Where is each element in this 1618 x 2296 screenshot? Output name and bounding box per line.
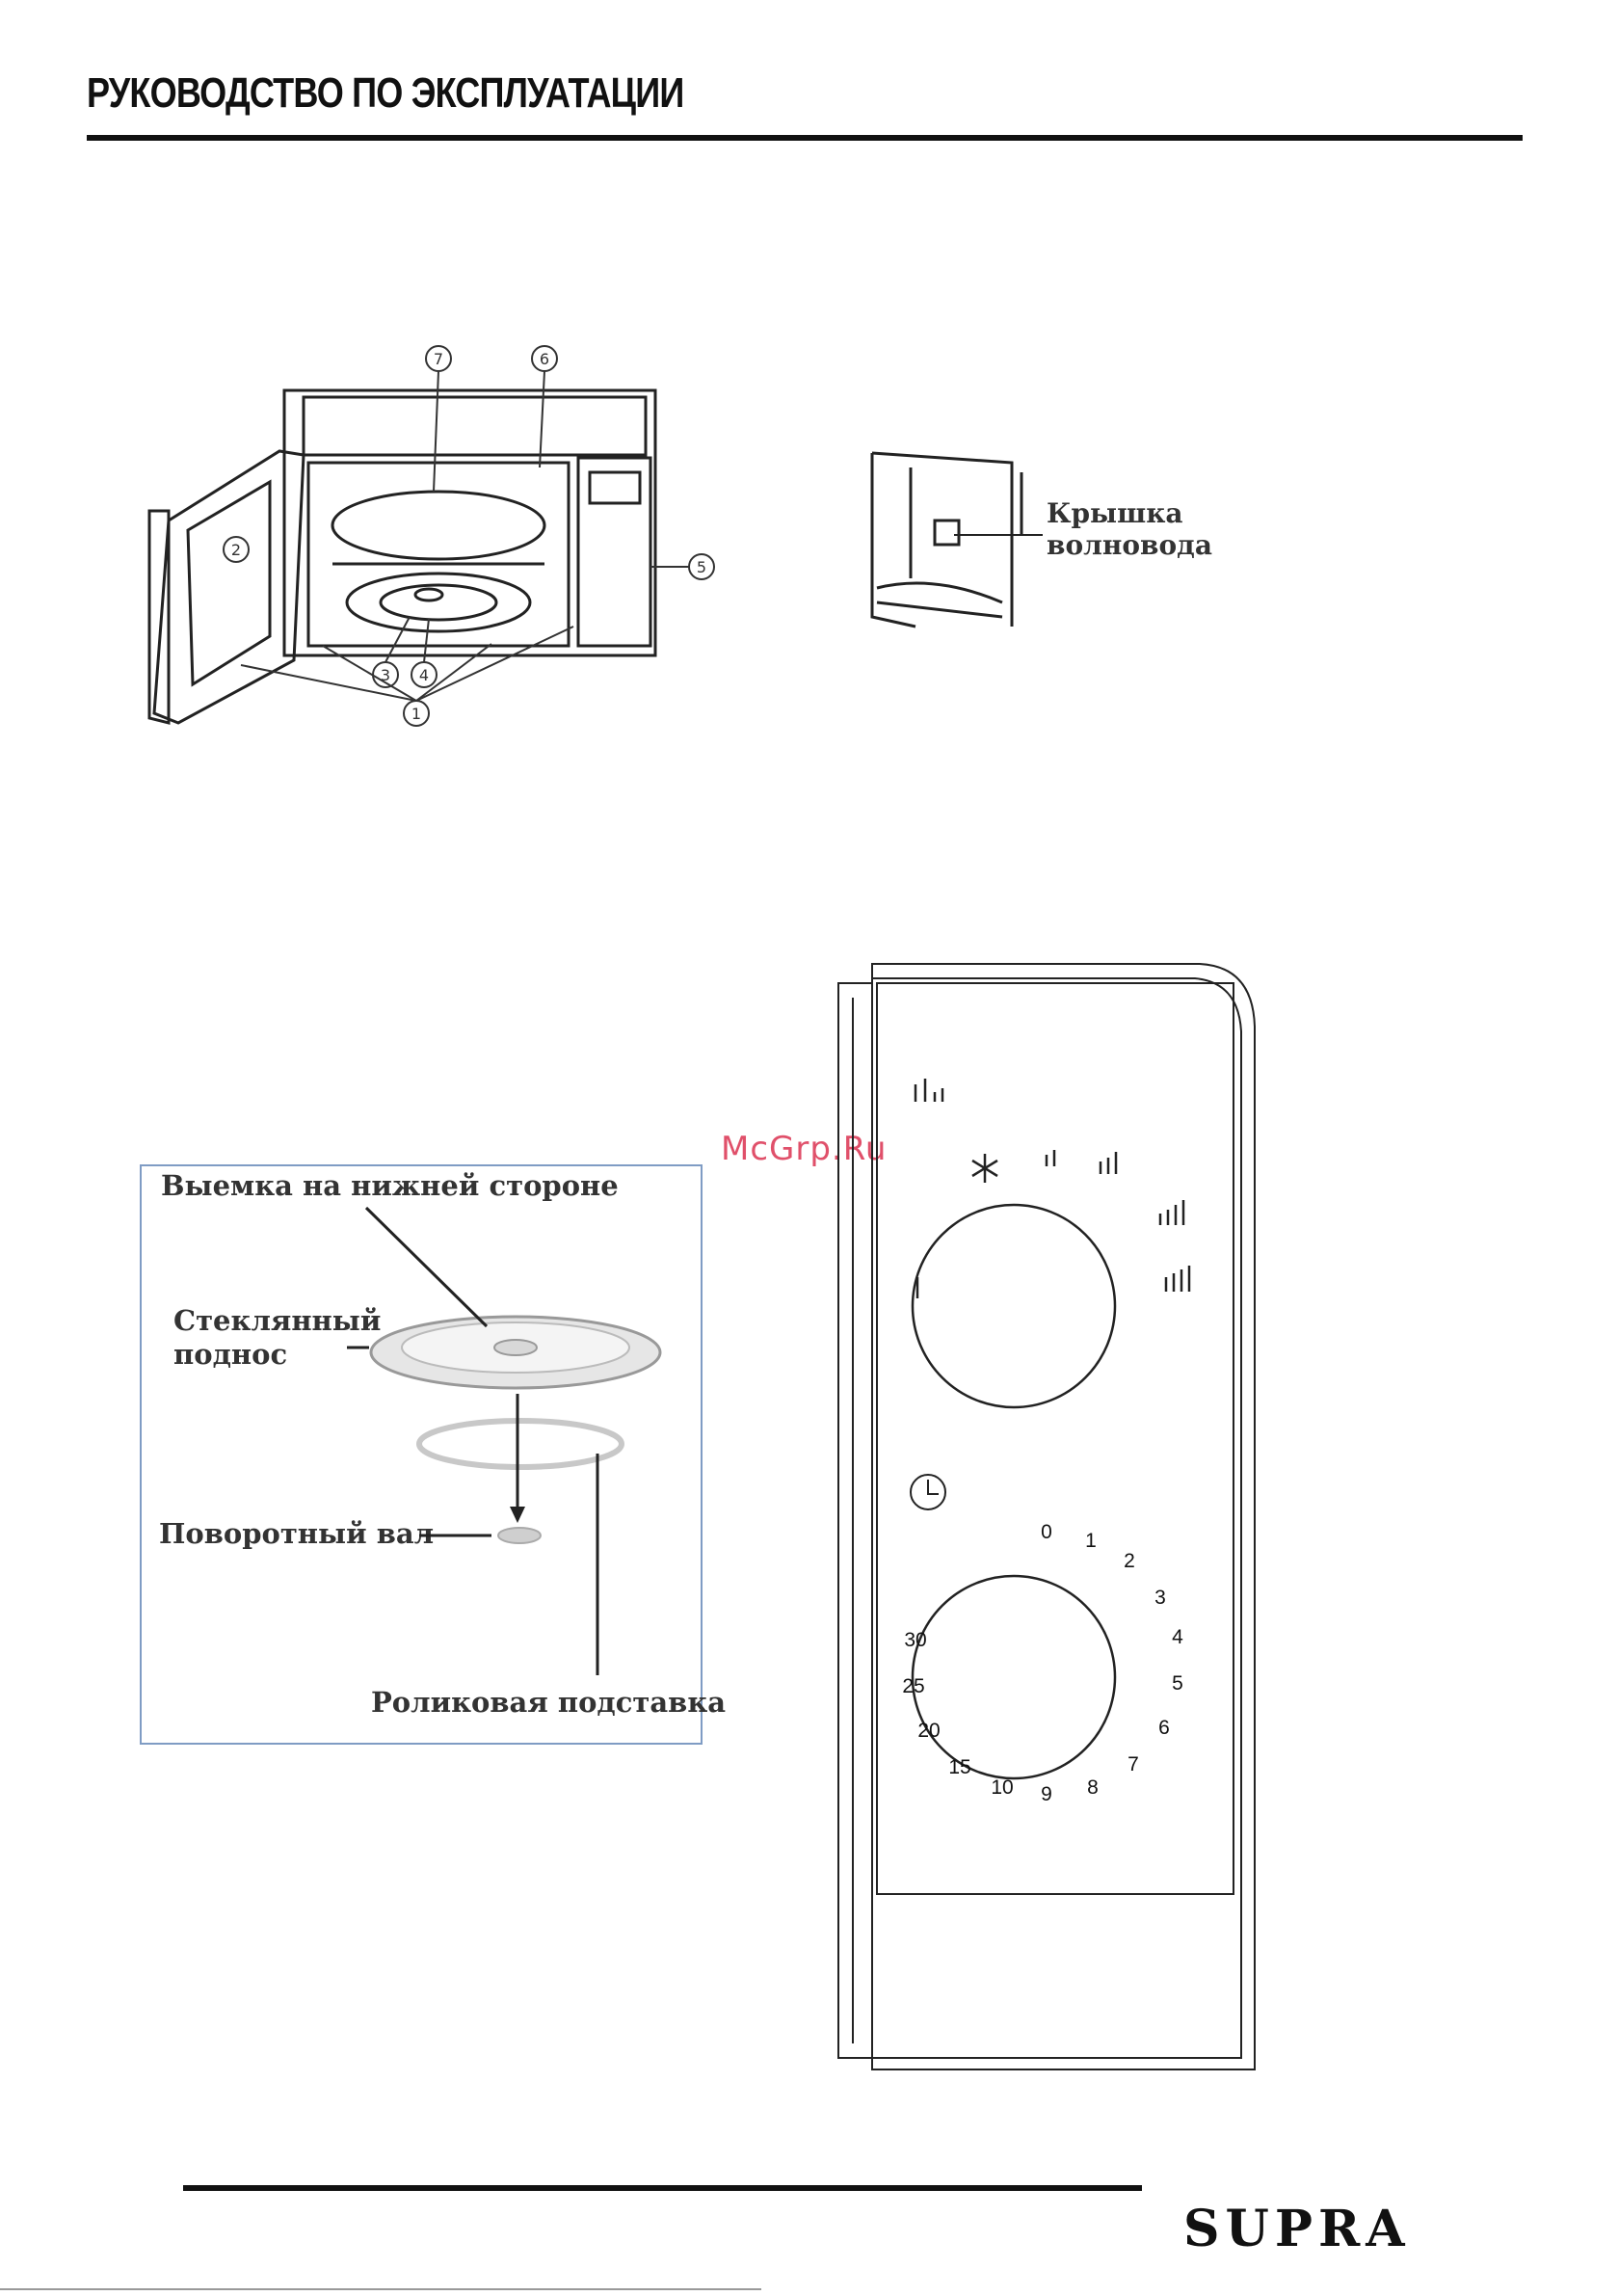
timer-tick-20: 20 (917, 1720, 940, 1742)
waveguide-diagram: Крышка волновода (858, 443, 1224, 636)
timer-tick-10: 10 (991, 1776, 1013, 1799)
notch-label: Выемка на нижней стороне (161, 1169, 619, 1202)
timer-tick-9: 9 (1041, 1783, 1052, 1805)
timer-tick-30: 30 (904, 1629, 926, 1651)
footer-divider (183, 2185, 1142, 2191)
timer-tick-5: 5 (1172, 1672, 1183, 1695)
callout-6: 6 (540, 350, 549, 368)
page-title: РУКОВОДСТВО ПО ЭКСПЛУАТАЦИИ (87, 69, 683, 118)
power-knob[interactable] (913, 1205, 1115, 1407)
timer-scale: 0 1 2 3 4 5 6 7 8 9 10 15 20 25 30 (902, 1521, 1183, 1805)
timer-tick-7: 7 (1127, 1753, 1139, 1775)
callout-3: 3 (381, 666, 390, 684)
clock-icon (911, 1475, 945, 1509)
waveguide-label-line2: волновода (1047, 529, 1212, 561)
timer-tick-3: 3 (1154, 1587, 1166, 1609)
roller-label: Роликовая подставка (371, 1686, 726, 1719)
timer-tick-15: 15 (948, 1756, 970, 1778)
callout-4: 4 (419, 666, 429, 684)
turntable-diagram: Выемка на нижней стороне Стеклянный подн… (140, 1164, 703, 1748)
callout-5: 5 (697, 558, 706, 576)
tray-label-line2: поднос (173, 1338, 287, 1371)
brand-logo: SUPRA (1183, 2200, 1411, 2258)
timer-tick-1: 1 (1085, 1530, 1097, 1552)
waveguide-label-line1: Крышка (1047, 497, 1183, 529)
callout-2: 2 (231, 541, 241, 559)
power-level-marks (915, 1079, 1189, 1298)
control-panel: 0 1 2 3 4 5 6 7 8 9 10 15 20 25 30 (829, 959, 1262, 2077)
timer-tick-0: 0 (1041, 1521, 1052, 1543)
timer-tick-6: 6 (1158, 1717, 1170, 1739)
page-edge-line (0, 2288, 761, 2290)
tray-label-line1: Стеклянный (173, 1304, 381, 1337)
callout-7: 7 (434, 350, 443, 368)
timer-tick-25: 25 (902, 1675, 924, 1697)
callout-1: 1 (411, 705, 421, 723)
header-divider (87, 135, 1523, 141)
timer-tick-8: 8 (1087, 1776, 1099, 1799)
timer-tick-4: 4 (1172, 1626, 1183, 1648)
oven-diagram: 1 2 3 4 5 6 7 (135, 337, 732, 742)
timer-tick-2: 2 (1124, 1550, 1135, 1572)
shaft-label: Поворотный вал (159, 1517, 434, 1550)
timer-knob[interactable] (913, 1576, 1115, 1778)
snowflake-icon (972, 1154, 997, 1183)
